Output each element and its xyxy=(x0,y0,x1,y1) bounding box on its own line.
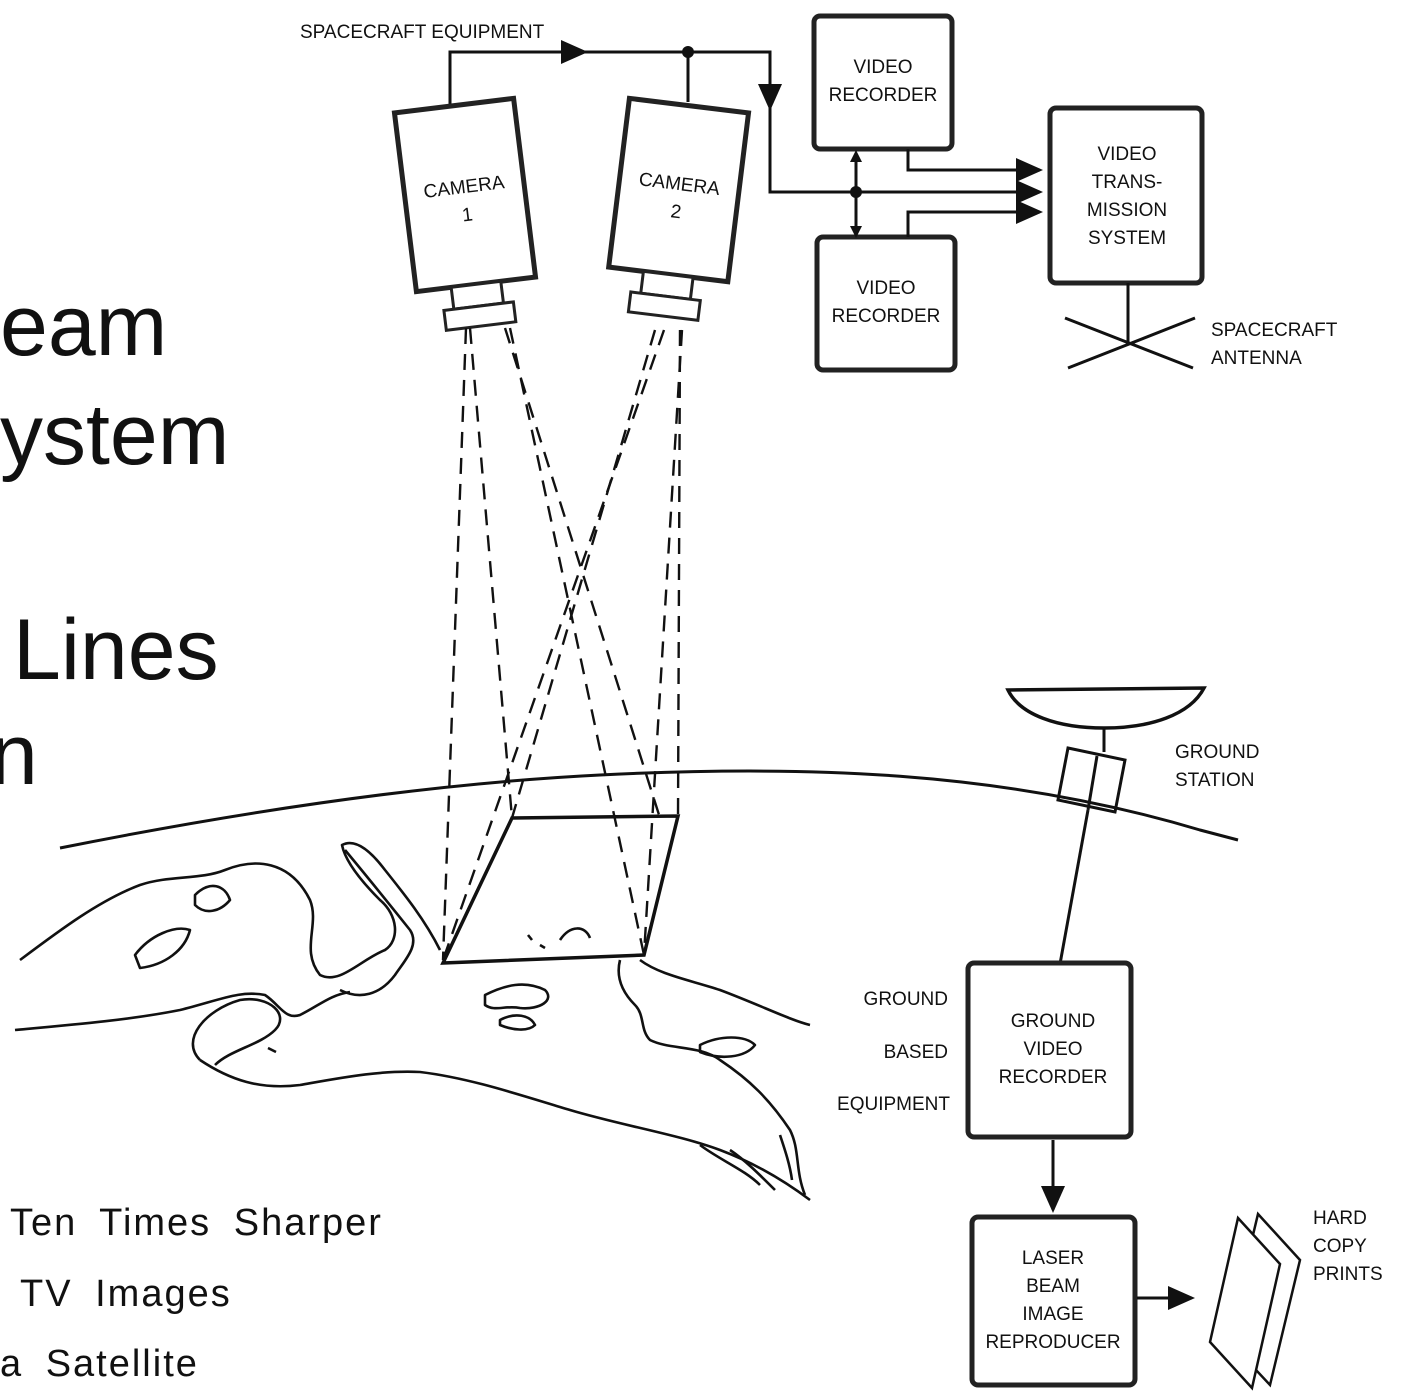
video-recorder-bottom: VIDEO RECORDER xyxy=(814,234,958,373)
spacecraft-antenna-label-2: ANTENNA xyxy=(1211,348,1302,369)
svg-text:SYSTEM: SYSTEM xyxy=(1088,228,1166,249)
camera-signal-lines xyxy=(448,40,1043,204)
svg-text:VIDEO: VIDEO xyxy=(853,57,912,78)
hard-copy-prints xyxy=(1208,1211,1302,1391)
laser-beam-image-reproducer: LASER BEAM IMAGE REPRODUCER xyxy=(969,1214,1138,1388)
hard-copy-prints-label-2: COPY xyxy=(1313,1236,1367,1257)
svg-text:LASER: LASER xyxy=(1022,1248,1084,1269)
hard-copy-prints-label-1: HARD xyxy=(1313,1208,1367,1229)
svg-text:RECORDER: RECORDER xyxy=(999,1067,1108,1088)
camera-2-number: 2 xyxy=(669,201,682,223)
svg-text:GROUND: GROUND xyxy=(1011,1011,1095,1032)
camera-1-number: 1 xyxy=(461,204,474,226)
camera-1: CAMERA 1 xyxy=(391,95,539,332)
svg-text:BEAM: BEAM xyxy=(1026,1276,1080,1297)
spacecraft-antenna xyxy=(1064,283,1196,370)
svg-text:RECORDER: RECORDER xyxy=(832,306,941,327)
recorder-links xyxy=(850,149,1043,238)
coastline-map xyxy=(14,841,811,1202)
svg-text:MISSION: MISSION xyxy=(1087,200,1167,221)
headline-line-4: n xyxy=(0,707,38,803)
video-transmission-system: VIDEO TRANS- MISSION SYSTEM xyxy=(1047,105,1205,286)
camera-view-lines xyxy=(441,327,684,961)
ground-station-label-2: STATION xyxy=(1175,770,1255,791)
video-recorder-top: VIDEO RECORDER xyxy=(811,13,955,152)
spacecraft-equipment-label: SPACECRAFT EQUIPMENT xyxy=(300,22,545,43)
svg-text:RECORDER: RECORDER xyxy=(829,85,938,106)
ground-based-equipment-label-1: GROUND xyxy=(864,989,948,1010)
svg-text:VIDEO: VIDEO xyxy=(856,278,915,299)
ground-based-equipment-label-3: EQUIPMENT xyxy=(837,1094,950,1115)
headline-line-1: eam xyxy=(0,278,168,374)
headline-line-3: Lines xyxy=(13,602,219,698)
svg-text:IMAGE: IMAGE xyxy=(1022,1304,1083,1325)
subtitle-line-1: Ten Times Sharper xyxy=(10,1202,383,1244)
headline-line-2: ystem xyxy=(0,387,230,483)
earth-horizon xyxy=(59,769,1239,850)
camera-2: CAMERA 2 xyxy=(605,95,752,323)
imaged-area xyxy=(440,814,681,965)
subtitle-line-2: TV Images xyxy=(20,1273,232,1315)
ground-station-dish xyxy=(1005,686,1207,814)
hard-copy-prints-label-3: PRINTS xyxy=(1313,1264,1383,1285)
ground-based-equipment-label-2: BASED xyxy=(884,1042,948,1063)
spacecraft-antenna-label-1: SPACECRAFT xyxy=(1211,320,1338,341)
svg-text:REPRODUCER: REPRODUCER xyxy=(985,1332,1120,1353)
svg-text:VIDEO: VIDEO xyxy=(1097,144,1156,165)
ground-station-label-1: GROUND xyxy=(1175,742,1259,763)
ground-downlink-line xyxy=(1058,809,1090,965)
ground-video-recorder: GROUND VIDEO RECORDER xyxy=(965,960,1134,1140)
svg-text:VIDEO: VIDEO xyxy=(1023,1039,1082,1060)
svg-text:TRANS-: TRANS- xyxy=(1092,172,1163,193)
subtitle-line-3: a Satellite xyxy=(0,1343,199,1385)
